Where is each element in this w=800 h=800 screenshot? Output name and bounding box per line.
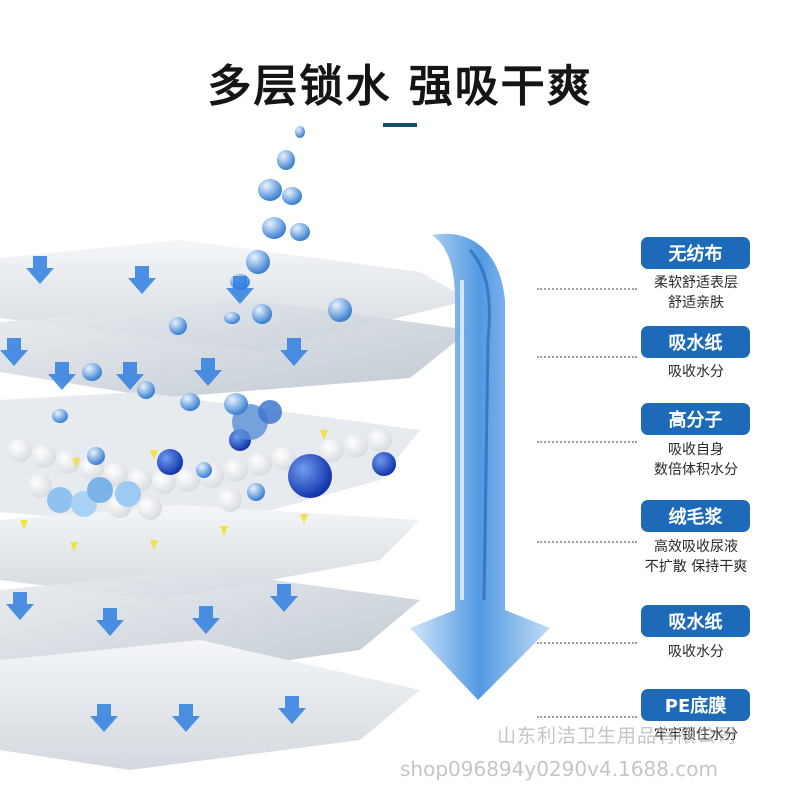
layer-desc-paper-top: 吸收水分 — [635, 362, 757, 382]
layer-desc-line: 吸收自身 — [668, 442, 724, 458]
page-headline: 多层锁水 强吸干爽 — [207, 61, 593, 112]
layer-desc-polymer: 吸收自身 数倍体积水分 — [635, 440, 757, 480]
polymer-beads — [8, 400, 396, 520]
headline-accent-bar — [383, 123, 417, 127]
layer-badge-pe-film: PE底膜 — [641, 689, 750, 721]
layer-badge-paper-top: 吸水纸 — [641, 326, 750, 358]
layer-badge-pulp: 绒毛浆 — [641, 500, 750, 532]
yellow-sparkles — [20, 430, 328, 552]
layer-desc-line: 柔软舒适表层 — [654, 275, 738, 291]
layer-connector — [537, 288, 637, 290]
layer-connector — [537, 716, 637, 718]
layer-badge-nonwoven: 无纺布 — [641, 237, 750, 269]
big-water-arrow-icon — [410, 233, 550, 700]
layer-desc-paper-bottom: 吸收水分 — [635, 642, 757, 662]
layer-desc-nonwoven: 柔软舒适表层 舒适亲肤 — [635, 273, 757, 313]
layer-desc-line: 不扩散 保持干爽 — [644, 559, 748, 575]
layer-connector — [537, 642, 637, 644]
layer-connector — [537, 441, 637, 443]
layer-desc-pe-film: 牢牢锁住水分 — [635, 725, 757, 745]
layer-desc-line: 数倍体积水分 — [654, 462, 738, 478]
layer-badge-paper-bottom: 吸水纸 — [641, 605, 750, 637]
layer-badge-polymer: 高分子 — [641, 403, 750, 435]
layer-desc-line: 牢牢锁住水分 — [654, 727, 738, 743]
layer-desc-line: 高效吸收尿液 — [654, 539, 738, 555]
paper-sheet-top — [0, 300, 470, 398]
layer-connector — [537, 541, 637, 543]
layer-desc-line: 舒适亲肤 — [668, 295, 724, 311]
layer-desc-pulp: 高效吸收尿液 不扩散 保持干爽 — [635, 537, 757, 577]
pe-film — [0, 640, 420, 770]
company-watermark: 山东利洁卫生用品有限公司 — [497, 725, 738, 747]
pulp-sheet — [0, 505, 420, 600]
shop-url-watermark: shop096894y0290v4.1688.com — [400, 757, 718, 781]
layer-connector — [537, 356, 637, 358]
layer-desc-line: 吸收水分 — [668, 644, 724, 660]
layer-desc-line: 吸收水分 — [668, 364, 724, 380]
